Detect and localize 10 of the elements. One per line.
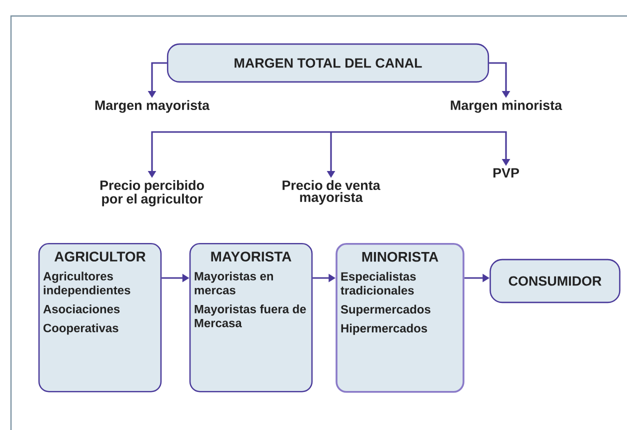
process-box: AGRICULTOR Agricultores independientes Asociaciones Cooperativas [38,243,162,392]
process-box: MINORISTA Especialistas tradicionales Supermercados Hipermercados [336,243,464,393]
text-label: Margen mayorista [95,100,210,113]
title-box: MARGEN TOTAL DEL CANAL [166,43,490,83]
process-box: MAYORISTA Mayoristas en mercas Mayoristas fuera de Mercasa [189,243,313,392]
process-box: CONSUMIDOR [490,258,620,304]
text-label: Precio de venta mayorista [282,180,380,205]
text-label: Precio percibido por el agricultor [100,180,204,206]
text-label: Margen minorista [450,100,562,113]
text-label: PVP [493,168,519,178]
